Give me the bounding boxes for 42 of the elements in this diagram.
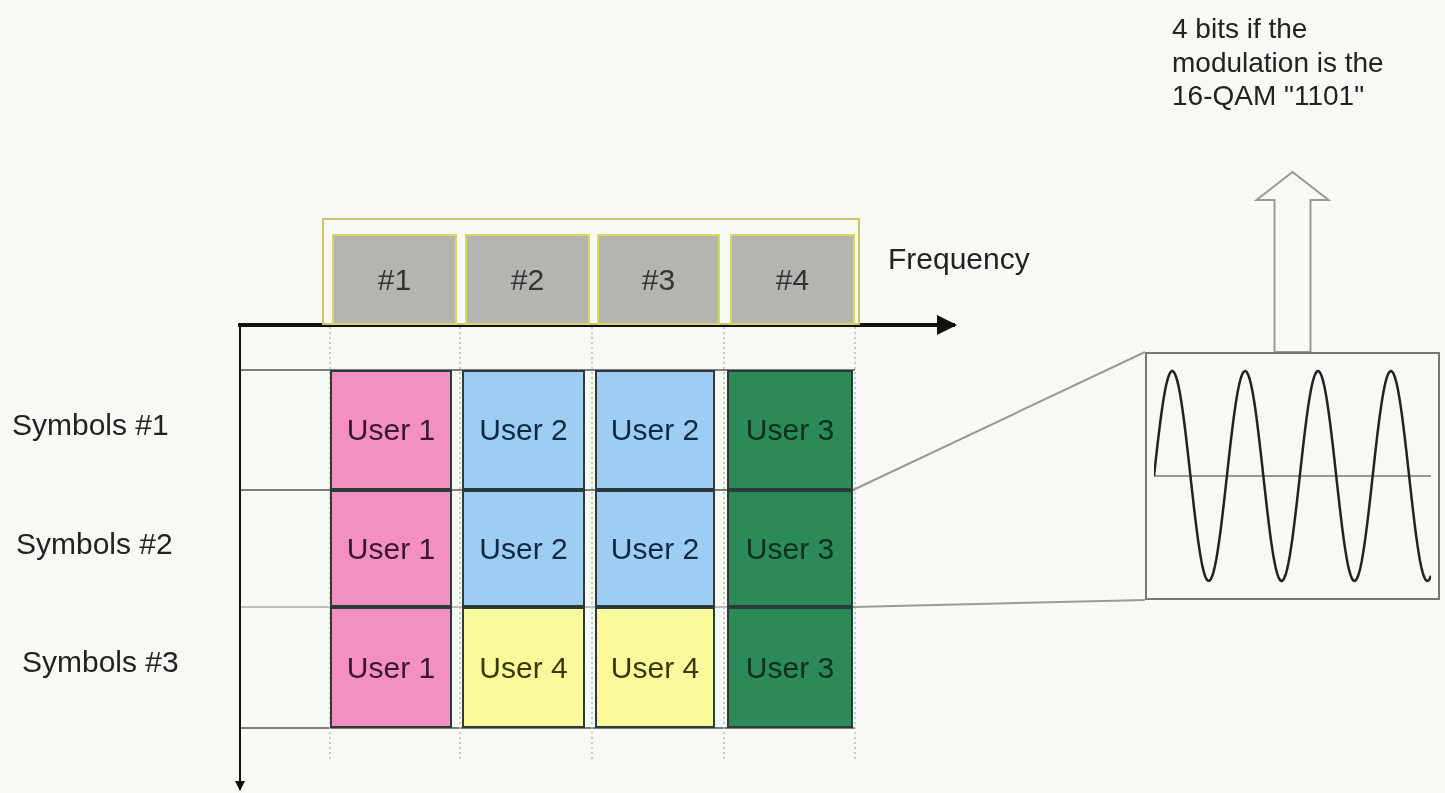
resource-block <box>727 370 853 490</box>
waveform-box <box>1145 352 1440 600</box>
subcarrier-label: #4 <box>775 262 810 297</box>
resource-block <box>595 490 715 607</box>
subcarrier-box <box>730 234 855 325</box>
subcarrier-box <box>332 234 457 325</box>
user-label: User 3 <box>745 531 835 566</box>
resource-block <box>330 490 452 607</box>
user-label: User 3 <box>745 650 835 685</box>
resource-block <box>595 370 715 490</box>
user-label: User 4 <box>610 650 700 685</box>
user-label: User 2 <box>479 531 568 566</box>
row-label: Symbols #2 <box>16 527 173 561</box>
resource-block <box>595 607 715 728</box>
user-label: User 2 <box>479 413 568 447</box>
zoom-line <box>852 351 1146 491</box>
resource-block <box>727 490 853 607</box>
resource-block <box>330 607 452 728</box>
resource-block <box>462 490 585 607</box>
subcarrier-label: #2 <box>510 262 545 297</box>
annotation-text: 4 bits if the modulation is the 16-QAM "1101" <box>1172 12 1385 113</box>
zoom-line <box>852 599 1146 608</box>
subcarrier-box <box>597 234 720 325</box>
resource-block <box>330 370 452 490</box>
subcarrier-label: #3 <box>641 262 676 297</box>
user-label: User 3 <box>745 413 835 447</box>
resource-block <box>462 607 585 728</box>
axis-label: Frequency <box>888 242 1030 276</box>
row-label: Symbols #1 <box>12 408 169 442</box>
resource-block <box>462 370 585 490</box>
user-label: User 1 <box>346 650 436 685</box>
hollow-arrow <box>1253 170 1332 353</box>
user-label: User 1 <box>346 531 436 566</box>
row-label: Symbols #3 <box>22 645 179 679</box>
resource-block <box>727 607 853 728</box>
subcarrier-label: #1 <box>377 262 412 297</box>
subcarrier-band <box>322 218 860 325</box>
user-label: User 4 <box>479 650 568 685</box>
user-label: User 1 <box>346 413 436 447</box>
subcarrier-box <box>465 234 590 325</box>
user-label: User 2 <box>610 413 700 447</box>
user-label: User 2 <box>610 531 700 566</box>
